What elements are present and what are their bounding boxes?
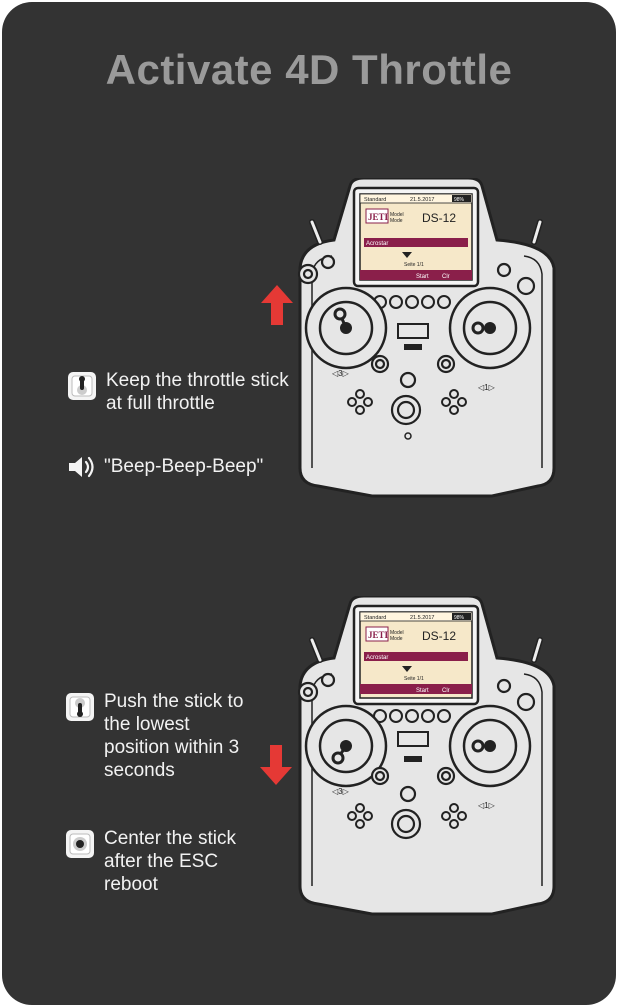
throttle-stick-down-icon (66, 693, 94, 721)
step-text: Keep the throttle stick at full throttle (106, 370, 289, 414)
svg-text:Seite 1/1: Seite 1/1 (404, 676, 424, 682)
step-text: "Beep-Beep-Beep" (104, 456, 264, 477)
transmitter-illustration: Standard 21.5.2017 98% JETI Model Mode D… (292, 176, 562, 506)
svg-text:Mode: Mode (390, 218, 403, 224)
stick-center-icon (66, 830, 94, 858)
svg-text:Start: Start (416, 688, 429, 694)
svg-text:98%: 98% (454, 197, 465, 203)
step-push-lowest: Push the stick to the lowest position wi… (66, 690, 306, 790)
step-text: Center the stick after the ESC reboot (104, 828, 236, 895)
step-beep: "Beep-Beep-Beep" (66, 453, 306, 483)
svg-text:DS-12: DS-12 (422, 211, 456, 225)
svg-text:JETI: JETI (368, 630, 389, 640)
svg-text:Acrostar: Acrostar (366, 655, 388, 661)
svg-text:Clr: Clr (442, 688, 450, 694)
svg-text:Start: Start (416, 274, 429, 280)
step-keep-full-throttle: Keep the throttle stick at full throttle (68, 369, 308, 419)
page-title: Activate 4D Throttle (105, 46, 513, 93)
svg-text:Standard: Standard (364, 615, 386, 621)
svg-text:JETI: JETI (368, 212, 389, 222)
svg-text:◁1▷: ◁1▷ (478, 801, 496, 810)
svg-text:Model: Model (390, 212, 404, 218)
svg-text:◁3▷: ◁3▷ (332, 787, 350, 796)
transmitter-illustration: Standard 21.5.2017 98% JETI Model Mode D… (292, 594, 562, 924)
throttle-stick-up-icon (68, 372, 96, 400)
svg-text:DS-12: DS-12 (422, 629, 456, 643)
svg-text:Seite 1/1: Seite 1/1 (404, 262, 424, 268)
step-text: Push the stick to the lowest position wi… (104, 691, 244, 781)
svg-text:Acrostar: Acrostar (366, 241, 388, 247)
speaker-icon (66, 453, 96, 481)
svg-text:Clr: Clr (442, 274, 450, 280)
svg-text:Mode: Mode (390, 636, 403, 642)
svg-text:Standard: Standard (364, 197, 386, 203)
svg-text:21.5.2017: 21.5.2017 (410, 197, 434, 203)
step-center-stick: Center the stick after the ESC reboot (66, 827, 306, 902)
svg-text:Model: Model (390, 630, 404, 636)
svg-text:21.5.2017: 21.5.2017 (410, 615, 434, 621)
svg-text:◁1▷: ◁1▷ (478, 383, 496, 392)
arrow-down-icon (258, 743, 294, 787)
arrow-up-icon (259, 283, 295, 327)
svg-text:98%: 98% (454, 615, 465, 621)
svg-text:◁3▷: ◁3▷ (332, 369, 350, 378)
